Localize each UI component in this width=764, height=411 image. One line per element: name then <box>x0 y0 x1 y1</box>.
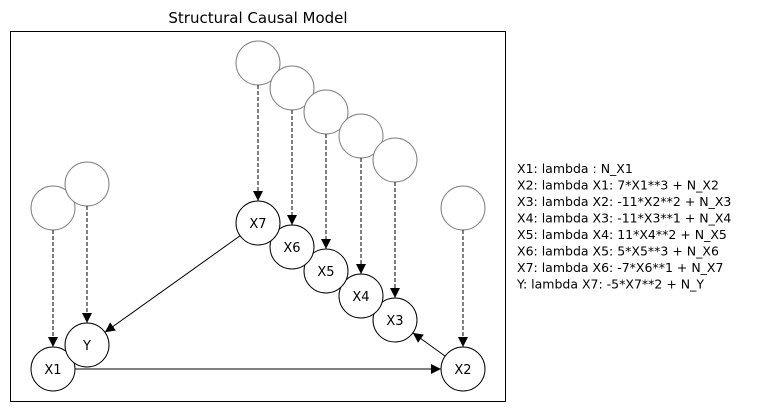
equation-line: X4: lambda X3: -11*X3**1 + N_X4 <box>517 211 731 226</box>
noise-node-x3 <box>372 137 418 183</box>
node-x4: X4 <box>338 273 384 319</box>
node-circle <box>372 297 418 343</box>
edge-x7-y <box>104 235 241 333</box>
node-x6: X6 <box>269 224 315 270</box>
edge-x2-x3 <box>412 332 446 357</box>
noise-layer <box>30 40 486 347</box>
node-label: X1 <box>44 363 61 378</box>
node-x5: X5 <box>303 248 349 294</box>
equation-line: X2: lambda X1: 7*X1**3 + N_X2 <box>517 178 719 193</box>
noise-node-y <box>64 161 110 207</box>
node-x3: X3 <box>372 297 418 343</box>
node-circle <box>64 322 110 368</box>
node-circle <box>440 346 486 392</box>
node-y: Y <box>64 322 110 368</box>
node-x2: X2 <box>440 346 486 392</box>
node-circle <box>269 224 315 270</box>
node-circle <box>338 273 384 319</box>
node-label: X7 <box>249 217 266 232</box>
node-circle <box>303 248 349 294</box>
equation-line: X7: lambda X6: -7*X6**1 + N_X7 <box>517 260 723 275</box>
node-label: X4 <box>352 290 369 305</box>
node-label: X3 <box>386 314 403 329</box>
node-circle <box>235 200 281 246</box>
noise-node-x2 <box>440 185 486 231</box>
node-label: X2 <box>454 363 471 378</box>
diagram-title: Structural Causal Model <box>168 9 347 27</box>
equation-line: Y: lambda X7: -5*X7**2 + N_Y <box>516 277 704 292</box>
equation-line: X3: lambda X2: -11*X2**2 + N_X3 <box>517 194 731 209</box>
node-label: X5 <box>317 265 334 280</box>
node-label: X6 <box>283 241 300 256</box>
node-label: Y <box>82 339 91 354</box>
node-circle <box>30 346 76 392</box>
nodes-layer: X1 X2 X3 X4 X5 X6 X7Y <box>30 200 486 392</box>
equation-line: X1: lambda : N_X1 <box>517 161 633 176</box>
equation-line: X6: lambda X5: 5*X5**3 + N_X6 <box>517 244 719 259</box>
node-x7: X7 <box>235 200 281 246</box>
equation-line: X5: lambda X4: 11*X4**2 + N_X5 <box>517 227 727 242</box>
plot-frame <box>10 31 506 402</box>
node-x1: X1 <box>30 346 76 392</box>
